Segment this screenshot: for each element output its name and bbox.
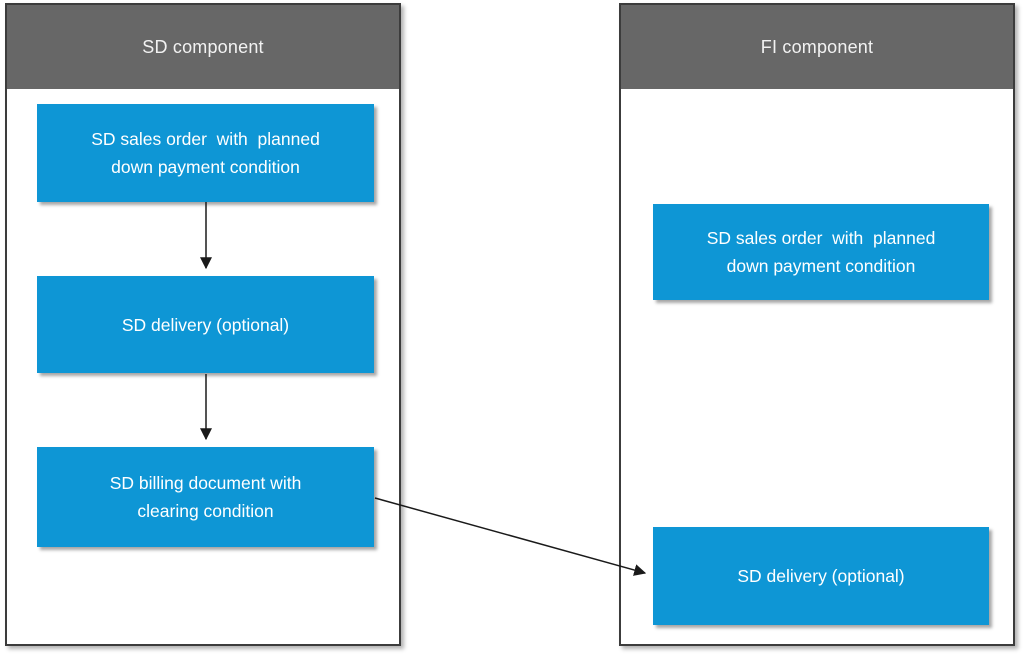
arrow-billing-to-fi-delivery [374, 497, 647, 576]
node-sd-delivery: SD delivery (optional) [37, 276, 374, 373]
node-sd-sales-order: SD sales order with planned down payment… [37, 104, 374, 202]
node-sd-delivery-label: SD delivery (optional) [121, 314, 290, 335]
node-fi-delivery: SD delivery (optional) [653, 527, 989, 625]
panel-fi-component: FI component SD sales order with planned… [619, 3, 1015, 646]
panel-fi-title: FI component [760, 36, 874, 57]
node-fi-delivery-label: SD delivery (optional) [737, 566, 905, 586]
panel-sd-component: SD component SD sales order with planned… [5, 3, 401, 646]
node-fi-sales-order-label: SD sales order with planned down payment… [706, 228, 936, 276]
node-sd-billing-document-label: SD billing document with clearing condit… [109, 473, 302, 521]
node-fi-sales-order: SD sales order with planned down payment… [653, 204, 989, 300]
panel-fi-header: FI component [621, 5, 1013, 89]
panel-sd-header: SD component [7, 5, 399, 89]
node-sd-sales-order-label: SD sales order with planned down payment… [91, 129, 320, 177]
node-sd-billing-document: SD billing document with clearing condit… [37, 447, 374, 547]
panel-sd-title: SD component [142, 36, 264, 57]
